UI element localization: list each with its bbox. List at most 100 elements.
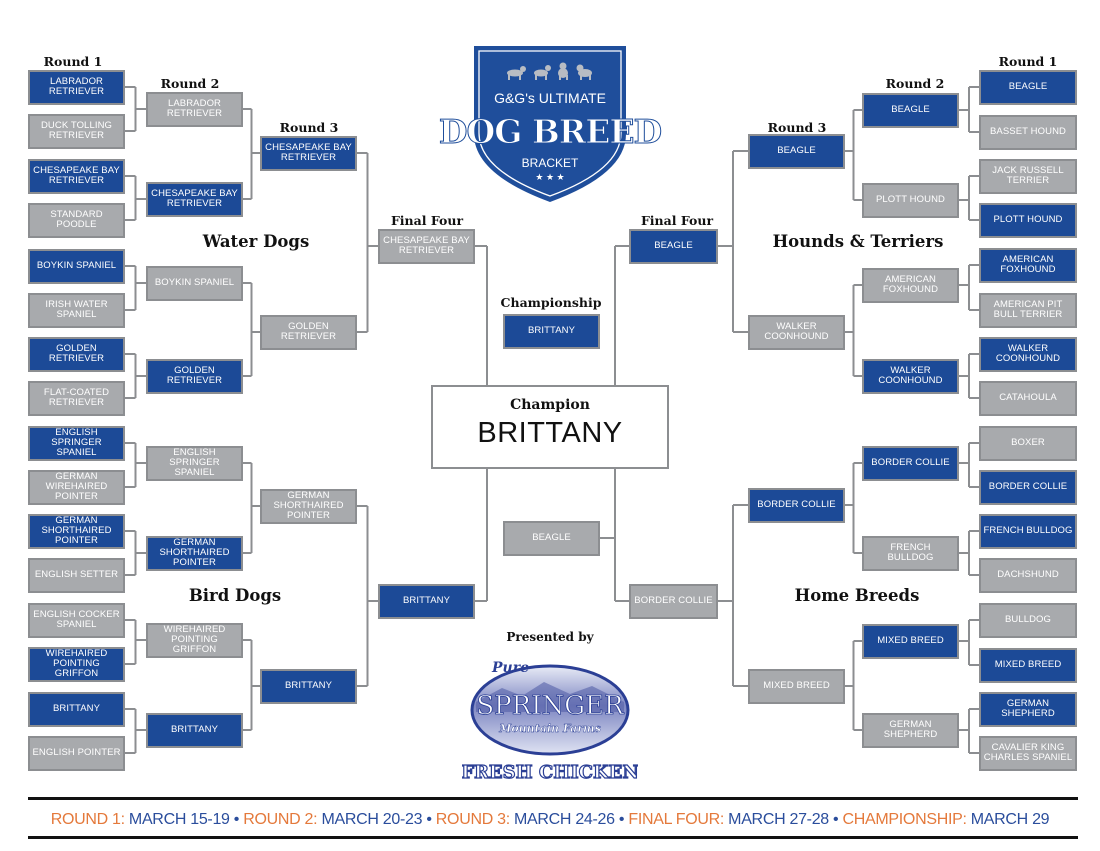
left-round2-team: CHESAPEAKE BAY RETRIEVER [146,181,243,217]
team-name: PLOTT HOUND [993,214,1063,225]
footer-divider-bottom [28,836,1078,839]
dog-silhouettes-icon [507,62,592,80]
team-name: CAVALIER KING CHARLES SPANIEL [983,742,1073,763]
team-name: BEAGLE [891,104,930,115]
schedule-segment: CHAMPIONSHIP: [842,811,967,828]
team-name: BEAGLE [777,145,816,156]
team-name: GOLDEN RETRIEVER [280,321,337,342]
logo-stars-icon: ★ ★ ★ [535,172,565,182]
right-round2-team: AMERICAN FOXHOUND [862,267,959,303]
right-round2-team: FRENCH BULLDOG [862,535,959,571]
team-name: ENGLISH COCKER SPANIEL [33,609,120,630]
champion-label: Champion [510,397,590,413]
team-name: BORDER COLLIE [634,595,713,606]
left-round1-team: ENGLISH SETTER [28,557,125,593]
team-name: CHESAPEAKE BAY RETRIEVER [265,142,352,163]
team-name: GERMAN SHORTHAIRED POINTER [273,490,344,521]
team-name: BORDER COLLIE [871,457,950,468]
left-round2-team: GOLDEN RETRIEVER [146,358,243,394]
team-name: BRITTANY [402,595,451,606]
team-name: LABRADOR RETRIEVER [166,98,223,119]
left-round1-team: LABRADOR RETRIEVER [28,69,125,105]
left-round2-team: WIREHAIRED POINTING GRIFFON [146,622,243,658]
schedule-segment: ROUND 3: [435,811,510,828]
team-name: FRENCH BULLDOG [983,525,1073,536]
left-round1-team: GOLDEN RETRIEVER [28,336,125,372]
team-name: MIXED BREED [994,659,1062,670]
team-name: BEAGLE [654,240,693,251]
right-round3-team: BEAGLE [748,133,845,169]
team-name: CATAHOULA [999,392,1057,403]
team-name: WIREHAIRED POINTING GRIFFON [45,648,108,679]
team-name: GOLDEN RETRIEVER [48,343,105,364]
right-round2-label: Round 2 [885,76,945,91]
left-round1-team: FLAT-COATED RETRIEVER [28,380,125,416]
sponsor-springer-text: SPRINGER [476,691,625,721]
team-name: BRITTANY [284,680,333,691]
logo-subtitle: G&G's ULTIMATE [494,90,606,106]
right-round2-team: WALKER COONHOUND [862,358,959,394]
right-round1-team: AMERICAN PIT BULL TERRIER [979,292,1077,328]
dog-breed-bracket-logo [474,46,626,202]
left-round1-label: Round 1 [43,54,103,69]
schedule-segment: MARCH 15-19 • [124,811,244,828]
left-round1-team: BOYKIN SPANIEL [28,248,125,284]
left-round1-team: DUCK TOLLING RETRIEVER [28,113,125,149]
team-name: BOYKIN SPANIEL [36,260,117,271]
team-name: GERMAN SHORTHAIRED POINTER [159,537,230,568]
team-name: ENGLISH SPRINGER SPANIEL [169,447,220,478]
right-round1-team: WALKER COONHOUND [979,336,1077,372]
region-hounds-terriers: Hounds & Terriers [772,232,944,251]
team-name: JACK RUSSELL TERRIER [992,165,1064,186]
team-name: GERMAN SHEPHERD [883,719,938,740]
left-round1-team: WIREHAIRED POINTING GRIFFON [28,646,125,682]
left-round1-team: ENGLISH COCKER SPANIEL [28,602,125,638]
team-name: BORDER COLLIE [757,499,836,510]
springer-mountain-farms-logo: Pure SPRINGER Mountain Farms FRESH CHICK… [462,660,638,784]
team-name: BOXER [1011,437,1045,448]
logo-bracket-text: BRACKET [521,156,579,170]
team-name: IRISH WATER SPANIEL [45,299,108,320]
team-name: CHESAPEAKE BAY RETRIEVER [151,188,238,209]
right-round1-team: DACHSHUND [979,557,1077,593]
region-water-dogs: Water Dogs [202,232,310,251]
left-final-four-team: CHESAPEAKE BAY RETRIEVER [378,228,475,264]
team-name: STANDARD POODLE [50,209,103,230]
championship-team: BRITTANY [503,313,600,349]
right-round1-team: BULLDOG [979,602,1077,638]
right-round1-team: AMERICAN FOXHOUND [979,247,1077,283]
championship-label: Championship [500,295,602,310]
footer-divider-top [28,797,1078,800]
team-name: WALKER COONHOUND [995,343,1061,364]
team-name: MIXED BREED [877,635,944,646]
right-round2-team: BEAGLE [862,92,959,128]
left-round2-team: LABRADOR RETRIEVER [146,91,243,127]
team-name: BOYKIN SPANIEL [154,277,235,288]
team-name: BASSET HOUND [990,126,1066,137]
team-name: BORDER COLLIE [988,481,1068,492]
team-name: LABRADOR RETRIEVER [48,76,105,97]
right-round1-team: BEAGLE [979,69,1077,105]
left-round3-label: Round 3 [279,120,339,135]
team-name: CHESAPEAKE BAY RETRIEVER [383,235,470,256]
right-round2-team: BORDER COLLIE [862,445,959,481]
left-round1-team: CHESAPEAKE BAY RETRIEVER [28,158,125,194]
team-name: MIXED BREED [763,680,830,691]
team-name: WALKER COONHOUND [764,321,829,342]
right-round1-team: BASSET HOUND [979,114,1077,150]
region-home-breeds: Home Breeds [794,586,920,605]
left-final-four-team: BRITTANY [378,583,475,619]
right-round3-team: BORDER COLLIE [748,487,845,523]
left-round2-label: Round 2 [160,76,220,91]
team-name: AMERICAN FOXHOUND [1000,254,1056,275]
schedule-footer: ROUND 1: MARCH 15-19 • ROUND 2: MARCH 20… [0,811,1100,829]
team-name: BRITTANY [52,703,101,714]
schedule-segment: MARCH 20-23 • [317,811,436,828]
left-round2-team: BRITTANY [146,712,243,748]
region-bird-dogs: Bird Dogs [188,586,282,605]
team-name: BRITTANY [527,325,576,336]
champion-box: Champion BRITTANY [431,385,669,469]
team-name: FLAT-COATED RETRIEVER [43,387,110,408]
left-round1-team: IRISH WATER SPANIEL [28,292,125,328]
